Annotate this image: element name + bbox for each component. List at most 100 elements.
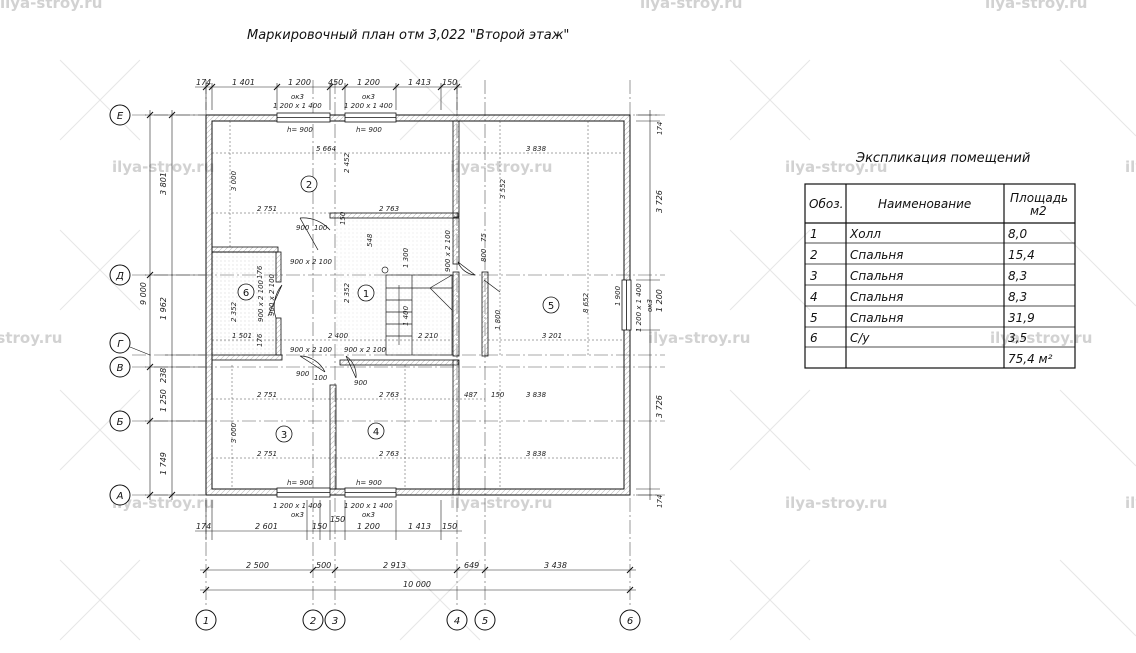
room-marker-5: 5 <box>542 296 560 314</box>
room-marker-3: 3 <box>275 425 293 443</box>
dim-axes-3: 649 <box>464 561 479 570</box>
sill-height: h= 900 <box>287 479 313 487</box>
room-marker-6: 6 <box>237 283 255 301</box>
bathroom-tiles <box>212 252 276 355</box>
dim-bot-1: 2 601 <box>255 522 278 531</box>
dim-top-2: 1 200 <box>288 78 311 87</box>
inner-dim: 2 763 <box>379 205 399 213</box>
svg-text:4: 4 <box>810 290 818 304</box>
axis-bubble-V: В <box>109 356 131 378</box>
window-labels: ок3 1 200 х 1 400 ок3 1 200 х 1 400 1 20… <box>273 93 654 519</box>
axis-bubble-A: А <box>109 484 131 506</box>
inner-dim: 2 352 <box>230 301 238 322</box>
dim-axes-2: 2 913 <box>383 561 406 570</box>
inner-dim: 900 <box>296 224 310 232</box>
svg-text:В: В <box>117 363 124 374</box>
inner-dimension-guides <box>212 121 624 489</box>
inner-dim: 3 552 <box>499 178 507 199</box>
inner-dim: 2 400 <box>328 332 349 340</box>
svg-text:5: 5 <box>810 311 818 325</box>
dim-bot-5: 1 413 <box>408 522 431 531</box>
dim-bot-4: 1 200 <box>357 522 380 531</box>
inner-dim: 3 838 <box>526 450 547 458</box>
axis-bubble-5: 5 <box>474 609 496 631</box>
svg-text:3,5: 3,5 <box>1008 331 1027 345</box>
svg-text:2: 2 <box>310 616 316 627</box>
dim-left-4: 238 <box>159 368 168 383</box>
room-markers: 1 2 3 4 5 6 <box>237 175 560 443</box>
axis-bubbles-horizontal: 1 2 3 4 5 6 <box>195 609 641 631</box>
inner-dim: 100 <box>314 374 328 382</box>
dim-top-5: 1 413 <box>408 78 431 87</box>
svg-text:Спальня: Спальня <box>850 248 903 262</box>
col-header-area: Площадь <box>1010 191 1068 205</box>
axis-bubble-6: 6 <box>619 609 641 631</box>
watermark-text: ilya-stroy.ru <box>112 158 214 176</box>
svg-text:Спальня: Спальня <box>850 269 903 283</box>
dimension-ticks <box>146 83 634 594</box>
window-size: 1 200 х 1 400 <box>635 283 643 332</box>
room-marker-2: 2 <box>300 175 318 193</box>
svg-text:6: 6 <box>627 616 633 627</box>
dim-bot-2: 150 <box>312 522 327 531</box>
table-row: 2 Спальня 15,4 <box>810 248 1035 262</box>
axis-bubble-4: 4 <box>446 609 468 631</box>
dim-top-1: 1 401 <box>232 78 255 87</box>
watermark-text: ilya-stroy.ru <box>1125 158 1136 176</box>
svg-text:Б: Б <box>117 417 124 428</box>
room-marker-4: 4 <box>367 422 385 440</box>
svg-text:4: 4 <box>454 616 460 627</box>
sill-height: h= 900 <box>356 126 382 134</box>
watermark-text: ilya-stroy.ru <box>648 329 750 347</box>
watermark-text: ilya-stroy.ru <box>450 158 552 176</box>
dim-top-6: 150 <box>442 78 457 87</box>
window-size: 1 200 х 1 400 <box>273 102 322 110</box>
room-marker-1: 1 <box>357 284 375 302</box>
door-labels: 900 х 2 100 900 х 2 100 900 х 2 100 900 … <box>257 229 452 354</box>
door-size: 900 х 2 100 <box>344 346 387 354</box>
door-size: 900 х 2 100 <box>290 346 333 354</box>
window-tag: ок3 <box>646 299 654 312</box>
svg-text:А: А <box>116 491 124 502</box>
inner-dim: 1 300 <box>402 247 410 268</box>
svg-text:8,0: 8,0 <box>1008 227 1027 241</box>
window-size: 1 200 х 1 400 <box>344 502 393 510</box>
col-header-num: Обоз. <box>809 197 843 211</box>
svg-text:Спальня: Спальня <box>850 311 903 325</box>
svg-text:8,3: 8,3 <box>1008 290 1027 304</box>
svg-text:1: 1 <box>810 227 818 241</box>
watermark-text: ilya-stroy.ru <box>990 329 1092 347</box>
inner-dim: 5 664 <box>316 145 336 153</box>
dim-axes-0: 2 500 <box>246 561 269 570</box>
table-row: 6 С/у 3,5 <box>810 331 1027 345</box>
dim-axes-1: 500 <box>316 561 331 570</box>
door-size: 900 х 2 100 <box>268 273 276 316</box>
inner-dim: 150 <box>491 391 505 399</box>
col-header-area-unit: м2 <box>1030 204 1047 218</box>
watermark-text: ilya-stroy.ru <box>450 494 552 512</box>
dim-top-4: 1 200 <box>357 78 380 87</box>
inner-dim: 548 <box>366 233 374 247</box>
dimension-lines <box>145 83 660 591</box>
svg-text:6: 6 <box>810 331 818 345</box>
inner-dim: 75 <box>480 233 488 242</box>
svg-text:5: 5 <box>548 301 554 312</box>
door-size: 900 х 2 100 <box>444 229 452 272</box>
windows <box>276 112 632 498</box>
watermark-text: ilya-stroy.ru <box>0 0 102 12</box>
dim-bot-6: 150 <box>442 522 457 531</box>
dim-left-3: 1 250 <box>159 389 168 412</box>
interior-walls <box>211 120 489 496</box>
explication-table: Экспликация помещений Обоз. Наименование… <box>804 151 1076 369</box>
svg-text:2: 2 <box>306 180 312 191</box>
axis-bubble-G: Г <box>109 332 151 356</box>
axis-bubble-D: Д <box>109 264 131 286</box>
watermark-text: ilya-stroy.ru <box>0 329 62 347</box>
inner-dim: 8 652 <box>582 292 590 313</box>
watermark-text: ilya-stroy.ru <box>112 494 214 512</box>
plan-title: Маркировочный план отм 3,022 "Второй эта… <box>247 28 569 43</box>
svg-text:3: 3 <box>810 269 818 283</box>
inner-dim: 2 210 <box>418 332 439 340</box>
svg-text:Г: Г <box>117 339 124 350</box>
svg-text:4: 4 <box>373 427 379 438</box>
